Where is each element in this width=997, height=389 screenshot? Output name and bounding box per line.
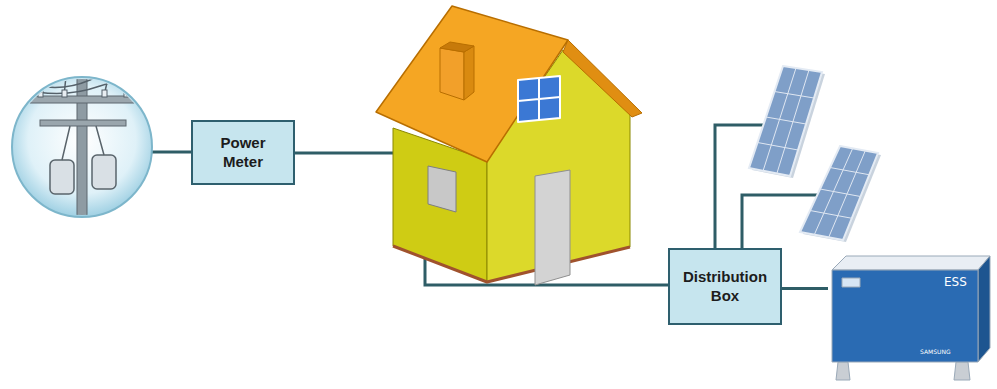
box-label: Distribution Box	[676, 268, 774, 306]
window-frame	[518, 78, 560, 120]
ess-unit: ESS SAMSUNG	[828, 252, 992, 386]
utility-pole	[12, 70, 152, 230]
ess-display	[842, 278, 860, 287]
distribution-box: Distribution Box	[668, 248, 782, 325]
solar-panel	[800, 146, 881, 242]
meter-box: Power Meter	[191, 120, 295, 185]
chimney	[440, 48, 464, 100]
ess-foot	[836, 362, 850, 380]
transformer	[92, 155, 116, 189]
house-window	[518, 76, 560, 122]
roof-edge	[563, 40, 642, 117]
power-line	[20, 73, 150, 88]
panel-wire	[715, 125, 763, 248]
transformer-lead	[62, 126, 104, 160]
cross-arm	[40, 120, 126, 126]
grid-wire	[150, 151, 191, 154]
cross-arm	[30, 96, 134, 103]
solar-panel	[749, 66, 825, 178]
panel-grid	[758, 68, 815, 173]
house-window	[428, 166, 456, 212]
insulator	[102, 90, 107, 97]
insulator	[62, 90, 67, 97]
roof	[376, 6, 568, 162]
ess-side	[978, 256, 990, 362]
chimney	[464, 46, 474, 100]
box-label: Power Meter	[212, 134, 274, 172]
ess-foot	[954, 362, 970, 380]
ess-top	[832, 256, 990, 270]
house	[376, 6, 642, 285]
transformer	[50, 160, 74, 194]
insulator	[124, 90, 129, 97]
insulator	[38, 90, 43, 97]
ess-outline	[828, 252, 992, 386]
house-base	[393, 246, 630, 282]
panel-surface	[800, 146, 878, 240]
unit-label: ESS	[944, 276, 967, 288]
brand-label: SAMSUNG	[920, 349, 951, 355]
house-door	[535, 170, 570, 285]
house-wire	[295, 152, 400, 155]
pole-drawing	[20, 70, 150, 230]
pole-shaft	[77, 70, 87, 230]
panel-grid	[810, 148, 869, 237]
chimney-top	[440, 42, 474, 52]
connector-line	[782, 287, 828, 290]
power-line	[36, 76, 130, 96]
ess-front	[832, 270, 978, 362]
panel-surface	[749, 66, 822, 176]
